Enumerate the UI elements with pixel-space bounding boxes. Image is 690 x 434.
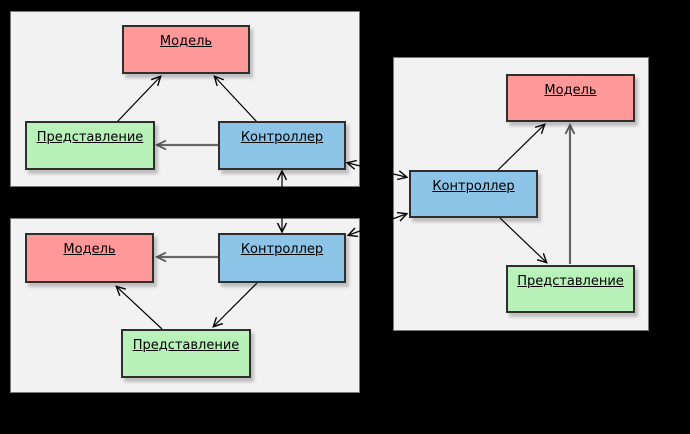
node-model: Модель — [122, 25, 250, 74]
node-controller-label: Контроллер — [240, 130, 324, 145]
node-controller: Контроллер — [218, 233, 346, 283]
node-view-label: Представление — [36, 130, 144, 145]
node-model-label: Модель — [544, 83, 597, 98]
node-controller-label: Контроллер — [240, 242, 324, 257]
node-model: Модель — [25, 233, 154, 283]
node-view: Представление — [121, 329, 251, 378]
node-controller-label: Контроллер — [432, 179, 515, 194]
node-view-label: Представление — [517, 274, 624, 289]
node-view: Представление — [506, 265, 635, 313]
node-model-label: Модель — [63, 242, 116, 257]
node-view-label: Представление — [132, 338, 240, 353]
node-controller: Контроллер — [218, 121, 346, 170]
node-controller: Контроллер — [409, 170, 538, 218]
node-model-label: Модель — [159, 34, 213, 49]
node-model: Модель — [506, 74, 635, 122]
node-view: Представление — [25, 121, 155, 170]
